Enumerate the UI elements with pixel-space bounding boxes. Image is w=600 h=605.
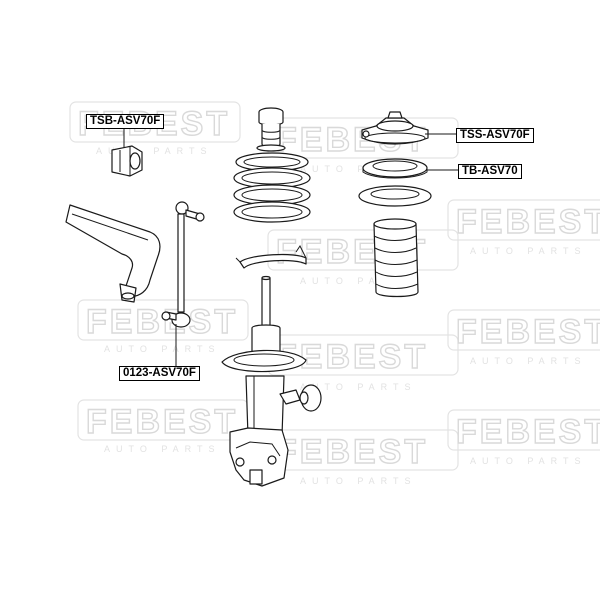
stabilizer-link (161, 201, 205, 328)
watermark-brand: FEBEST (86, 303, 238, 341)
strut-bearing (362, 158, 428, 179)
stabilizer-bushing (111, 145, 143, 177)
coil-spring (233, 152, 311, 223)
watermark-tagline: AUTO PARTS (300, 382, 417, 392)
watermark-9: FEBEST AUTO PARTS (267, 429, 459, 486)
label-stabilizer-link[interactable]: 0123-ASV70F (119, 366, 200, 381)
watermark-8: FEBEST AUTO PARTS (77, 399, 249, 454)
dust-boot (373, 218, 419, 298)
watermark-brand: FEBEST (456, 313, 600, 351)
watermark-layer: FEBEST AUTO PARTS FEBEST AUTO PARTS FEBE… (69, 101, 600, 486)
watermark-brand: FEBEST (456, 413, 600, 451)
spring-seat-insulator (235, 245, 307, 269)
watermark-tagline: AUTO PARTS (96, 146, 213, 156)
watermark-brand: FEBEST (276, 433, 428, 471)
watermark-3: FEBEST AUTO PARTS (447, 199, 600, 256)
watermark-tagline: AUTO PARTS (470, 246, 587, 256)
watermark-7: FEBEST AUTO PARTS (447, 309, 600, 366)
strut-assembly (221, 275, 307, 487)
watermark-1: FEBEST AUTO PARTS (69, 101, 241, 156)
watermark-tagline: AUTO PARTS (470, 456, 587, 466)
watermark-5: FEBEST AUTO PARTS (77, 299, 249, 354)
spring-upper-seat (358, 185, 432, 207)
watermark-tagline: AUTO PARTS (300, 276, 417, 286)
watermark-brand: FEBEST (456, 203, 600, 241)
watermark-brand: FEBEST (86, 403, 238, 441)
strut-bush (299, 384, 322, 412)
watermark-10: FEBEST AUTO PARTS (447, 409, 600, 466)
label-stabilizer-bushing[interactable]: TSB-ASV70F (86, 114, 165, 129)
bump-stop (256, 107, 286, 152)
label-strut-mount[interactable]: TSS-ASV70F (456, 128, 534, 143)
watermark-tagline: AUTO PARTS (300, 164, 417, 174)
watermark-tagline: AUTO PARTS (104, 444, 221, 454)
watermark-tagline: AUTO PARTS (104, 344, 221, 354)
stabilizer-bar (65, 204, 161, 303)
watermark-tagline: AUTO PARTS (470, 356, 587, 366)
label-bearing[interactable]: TB-ASV70 (458, 164, 522, 179)
strut-mount (361, 111, 429, 145)
leader-lines (123, 128, 458, 370)
watermark-tagline: AUTO PARTS (300, 476, 417, 486)
